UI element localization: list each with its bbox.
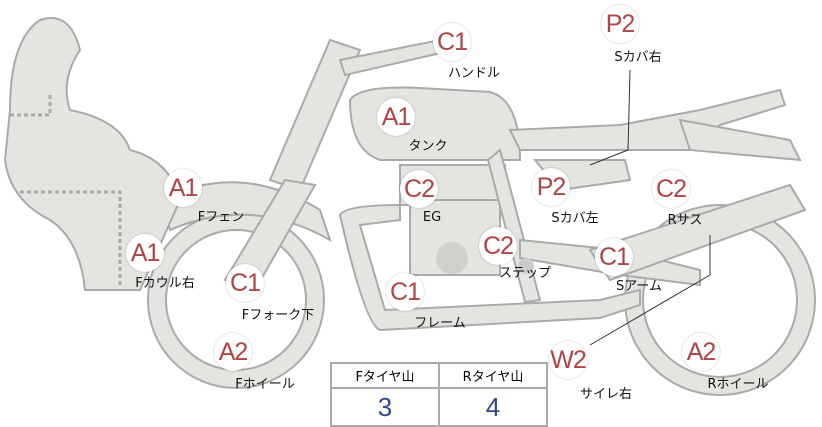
grade-badge: W2	[549, 341, 587, 379]
part-label: EG	[422, 210, 442, 225]
grade-badge: C2	[479, 227, 517, 265]
rear-tire-value: 4	[438, 387, 548, 427]
part-label: Fカウル右	[135, 276, 195, 291]
part-label: Sカバ右	[614, 50, 662, 65]
grade-badge: C1	[433, 23, 471, 61]
grade-badge: C1	[226, 264, 264, 302]
part-label: フレーム	[414, 316, 466, 331]
front-tire-header: Fタイヤ山	[330, 362, 440, 389]
part-label: Sアーム	[615, 279, 663, 294]
seat	[508, 88, 787, 151]
grade-badge: C2	[652, 170, 690, 208]
part-label: Rホイール	[707, 377, 769, 392]
part-label: Fフォーク下	[241, 308, 315, 323]
grade-badge: A1	[126, 234, 164, 272]
part-label: ハンドル	[447, 66, 501, 81]
grade-badge: A2	[214, 333, 252, 371]
rear-tire-header: Rタイヤ山	[438, 362, 548, 389]
part-label: Rサス	[667, 213, 703, 228]
part-label: タンク	[408, 139, 448, 154]
front-tire-value: 3	[330, 387, 440, 427]
part-label: ステップ	[498, 266, 552, 281]
grade-badge: C1	[386, 273, 424, 311]
grade-badge: A1	[164, 169, 202, 207]
frame	[338, 203, 641, 332]
grade-badge: C2	[400, 170, 438, 208]
part-label: Sカバ左	[551, 211, 599, 226]
grade-badge: P2	[532, 168, 570, 206]
part-label: サイレ右	[579, 387, 633, 402]
grade-badge: A2	[682, 333, 720, 371]
handlebar	[338, 38, 447, 77]
grade-badge: C1	[595, 238, 633, 276]
grade-badge: P2	[601, 5, 639, 43]
part-label: Fホイール	[235, 377, 295, 392]
front-cowl	[3, 17, 182, 291]
grade-badge: A1	[377, 98, 415, 136]
part-label: Fフェン	[197, 210, 245, 225]
